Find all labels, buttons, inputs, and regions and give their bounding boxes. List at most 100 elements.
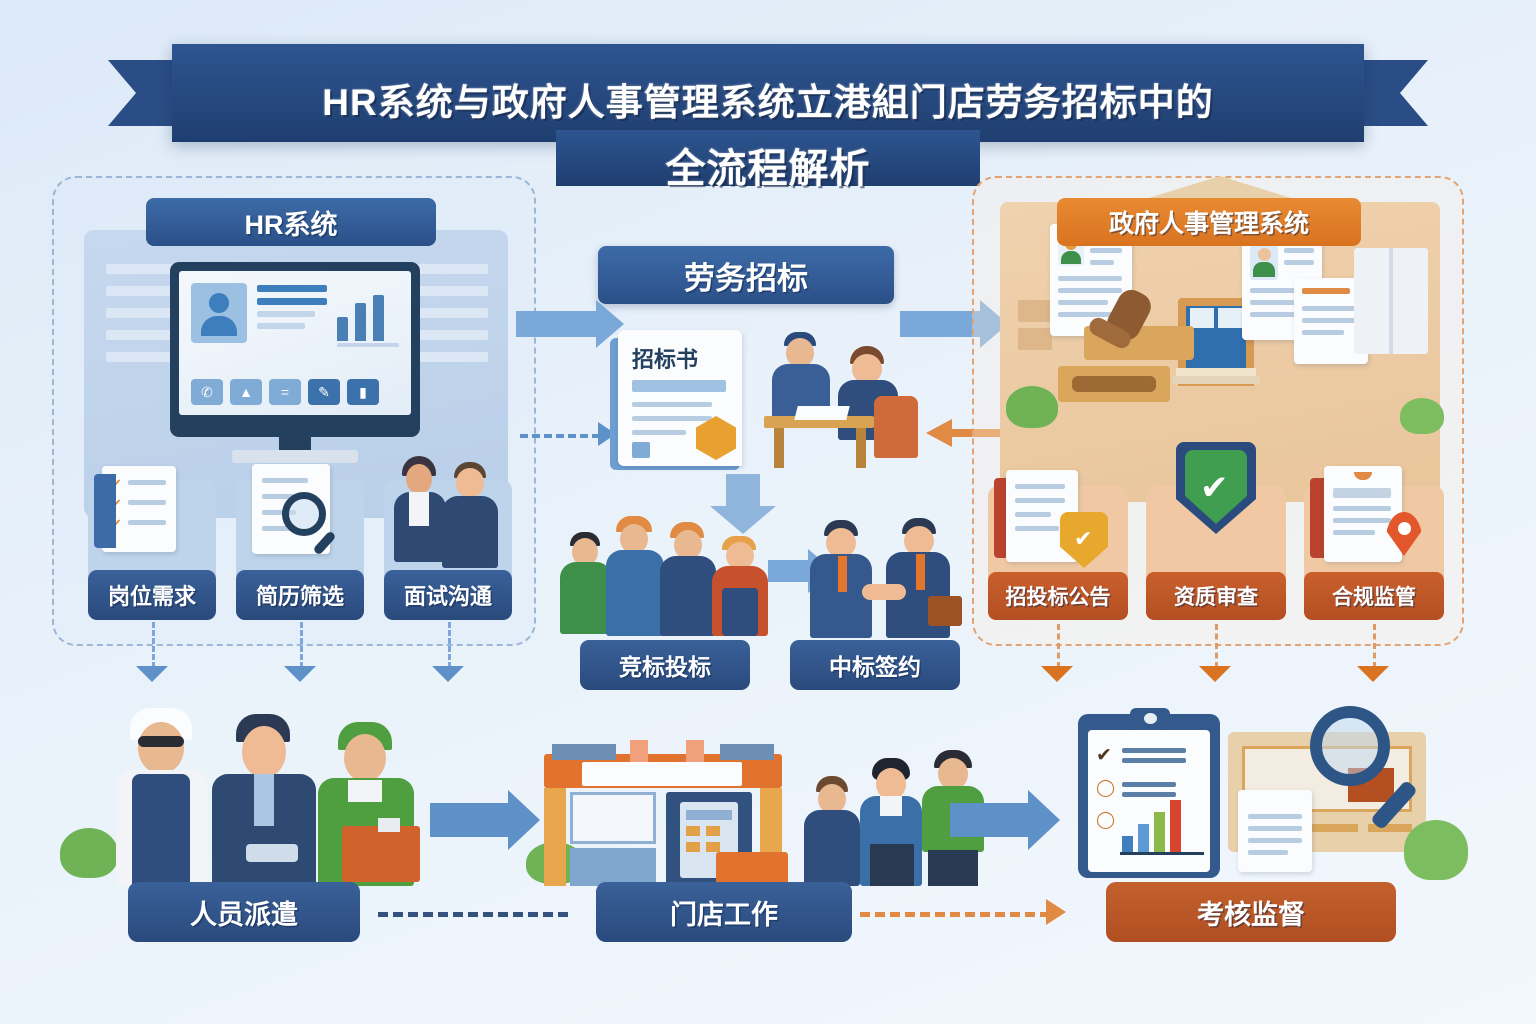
- worker-delivery: [318, 722, 420, 886]
- store-staff-2: [860, 758, 922, 886]
- gov-card-2-arrowhead: [1357, 666, 1389, 682]
- official-seal-icon: [696, 416, 736, 460]
- center-step-0-chip[interactable]: 竞标投标: [580, 640, 750, 690]
- tender-document-title: 招标书: [632, 347, 699, 372]
- hr-card-2-art: [384, 456, 512, 584]
- title-ribbon: HR系统与政府人事管理系统立港組门店劳务招标中的 全流程解析: [0, 26, 1536, 191]
- gov-card-1-label: 资质审查: [1174, 586, 1258, 609]
- hr-card-2-arrowhead: [432, 666, 464, 682]
- center-step-0-label: 竞标投标: [619, 654, 711, 680]
- person-buyer: [810, 520, 872, 638]
- gov-card-1-arrowhead: [1199, 666, 1231, 682]
- bottom-step-1-chip[interactable]: 门店工作: [596, 882, 852, 942]
- hr-card-1-chip[interactable]: 简历筛选: [236, 570, 364, 620]
- pen-icon: ✎: [308, 379, 340, 405]
- dashed-store-to-audit: [860, 912, 1050, 917]
- gov-card-2-chip[interactable]: 合规监管: [1304, 572, 1444, 620]
- bush-icon: [1400, 398, 1444, 434]
- government-header-label: 政府人事管理系统: [1108, 210, 1309, 238]
- gov-card-0-chip[interactable]: 招投标公告: [988, 572, 1128, 620]
- hr-card-0-arrowhead: [136, 666, 168, 682]
- hr-card-0-chip[interactable]: 岗位需求: [88, 570, 216, 620]
- gov-card-0-art: ✔: [988, 470, 1128, 586]
- handshake-scene-icon: [806, 512, 962, 638]
- ribbon-body: [172, 44, 1364, 142]
- page-title-line1: HR系统与政府人事管理系统立港組门店劳务招标中的: [322, 82, 1214, 123]
- government-building-icon: [1000, 176, 1444, 502]
- bottom-step-1-art: [520, 700, 1020, 890]
- package-box-icon: [342, 826, 420, 882]
- hr-card-0-label: 岗位需求: [107, 584, 196, 609]
- bottom-step-2-chip[interactable]: 考核监督: [1106, 882, 1396, 942]
- bidders-group-icon: [560, 510, 780, 638]
- bidding-header-label: 劳务招标: [684, 260, 808, 296]
- bidding-header-chip[interactable]: 劳务招标: [598, 246, 894, 304]
- page-title-line2: 全流程解析: [665, 147, 871, 191]
- tablet-icon: [246, 844, 298, 862]
- worker-overalls: [660, 522, 716, 638]
- gov-card-0-connector: [1057, 624, 1060, 668]
- worker-hardhat: [116, 708, 208, 886]
- hr-system-header-chip[interactable]: HR系统: [146, 198, 436, 246]
- arrow-bid-down-head: [710, 506, 776, 534]
- arrow-dispatch-to-store: [430, 790, 540, 850]
- arrow-government-to-contract: [926, 418, 1012, 448]
- briefcase-icon: [928, 596, 962, 626]
- worker-manager: [212, 714, 316, 886]
- bottom-step-1-label: 门店工作: [670, 899, 778, 930]
- ledger-icon: [1354, 248, 1428, 354]
- bush-icon: [1006, 386, 1058, 428]
- storefront-icon: [544, 736, 788, 888]
- avatar: [191, 283, 247, 343]
- worker-orange: [712, 536, 768, 638]
- gov-card-2-art: [1304, 466, 1444, 586]
- image-icon: ▲: [230, 379, 262, 405]
- hr-card-0-connector: [152, 622, 155, 668]
- gov-card-1-art: ✔: [1146, 442, 1286, 586]
- hr-card-0-art: ✔ ✔ ✔: [88, 466, 216, 584]
- gov-card-2-label: 合规监管: [1332, 586, 1416, 609]
- negotiation-scene-icon: [756, 332, 926, 472]
- bottom-step-0-chip[interactable]: 人员派遣: [128, 882, 360, 942]
- chair-icon: [874, 396, 918, 458]
- gov-card-0-label: 招投标公告: [1005, 586, 1111, 609]
- center-step-1-chip[interactable]: 中标签约: [790, 640, 960, 690]
- hr-card-2-chip[interactable]: 面试沟通: [384, 570, 512, 620]
- bar-chart-icon: [337, 287, 399, 341]
- gov-card-2-connector: [1373, 624, 1376, 668]
- worker-green: [560, 532, 612, 638]
- handshake-hands: [862, 584, 906, 600]
- clipboard-audit-icon: ✔ ◯ ◯: [1078, 708, 1220, 878]
- arrow-store-to-audit: [950, 790, 1060, 850]
- hr-system-header-label: HR系统: [244, 209, 338, 240]
- arrow-bid-down-shaft: [726, 474, 760, 510]
- hr-card-1-label: 简历筛选: [255, 584, 344, 609]
- ribbon-body-lower: [556, 130, 980, 186]
- dashed-hr-to-contract: [520, 434, 600, 438]
- hr-card-1-connector: [300, 622, 303, 668]
- bottom-step-0-label: 人员派遣: [190, 899, 298, 930]
- audit-document-icon: [1238, 790, 1312, 872]
- hr-card-1-art: [236, 464, 364, 584]
- hr-card-2-connector: [448, 622, 451, 668]
- tender-document-icon: 招标书: [610, 330, 748, 472]
- dashed-dispatch-to-store: [378, 912, 568, 917]
- equals-icon: =: [269, 379, 301, 405]
- hr-card-2-label: 面试沟通: [403, 584, 492, 609]
- dashed-store-to-audit-head: [1046, 899, 1066, 925]
- center-step-1-label: 中标签约: [829, 654, 921, 680]
- bush-icon: [60, 828, 118, 878]
- gov-card-1-chip[interactable]: 资质审查: [1146, 572, 1286, 620]
- government-header-chip[interactable]: 政府人事管理系统: [1057, 198, 1361, 246]
- gov-card-1-connector: [1215, 624, 1218, 668]
- bottom-step-0-art: [60, 700, 480, 890]
- bush-icon: [1404, 820, 1468, 880]
- store-staff-1: [804, 776, 860, 886]
- hr-card-1-arrowhead: [284, 666, 316, 682]
- hr-dashboard-monitor-icon: ✆ ▲ = ✎ ▮: [170, 262, 420, 463]
- worker-blue-suit: [606, 516, 664, 638]
- bottom-step-2-label: 考核监督: [1197, 899, 1305, 930]
- glasses-icon: [138, 736, 184, 747]
- bottom-step-2-art: ✔ ◯ ◯: [1060, 700, 1480, 890]
